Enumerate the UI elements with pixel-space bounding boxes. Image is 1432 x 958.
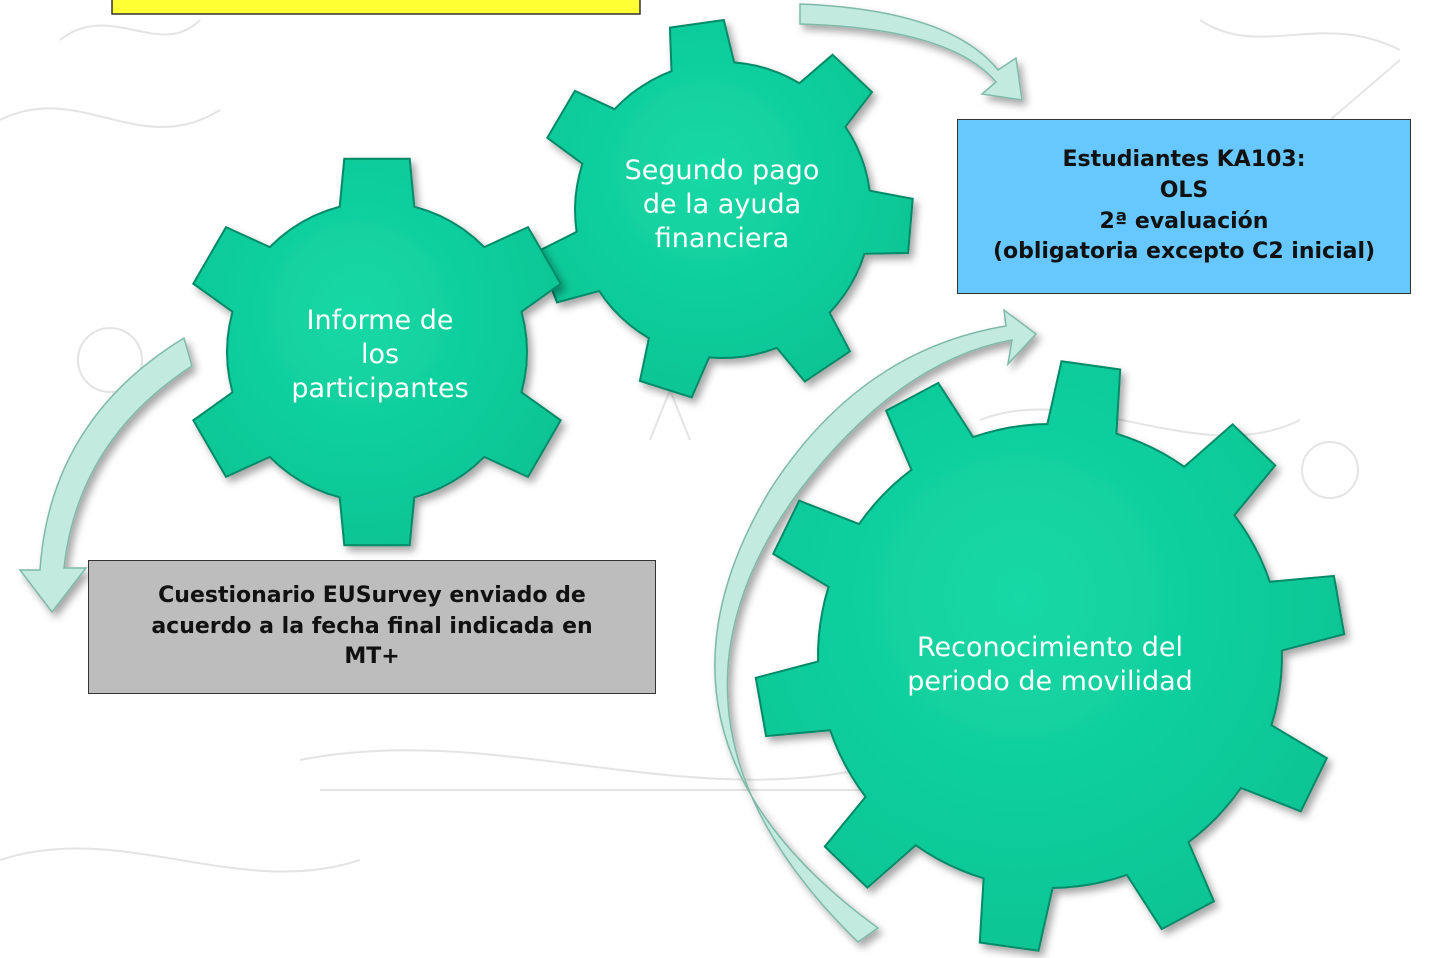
gear-label-reconocimiento: Reconocimiento del periodo de movilidad — [907, 632, 1193, 697]
gear-label-segundo-pago: Segundo pago de la ayuda financiera — [624, 155, 820, 254]
arrow-top — [799, 3, 1023, 101]
ols-box: Estudiantes KA103: OLS 2ª evaluación (ob… — [957, 119, 1411, 294]
gear-informe — [191, 157, 563, 547]
gear-label-informe: Informe de los participantes — [291, 305, 469, 404]
arrow-right-curve — [714, 308, 1038, 943]
gear-reconocimiento — [754, 360, 1346, 952]
arrow-left — [18, 336, 193, 614]
top-yellow-box — [111, 0, 641, 15]
eusurvey-box: Cuestionario EUSurvey enviado de acuerdo… — [88, 560, 656, 694]
gear-segundo-pago — [536, 18, 914, 399]
